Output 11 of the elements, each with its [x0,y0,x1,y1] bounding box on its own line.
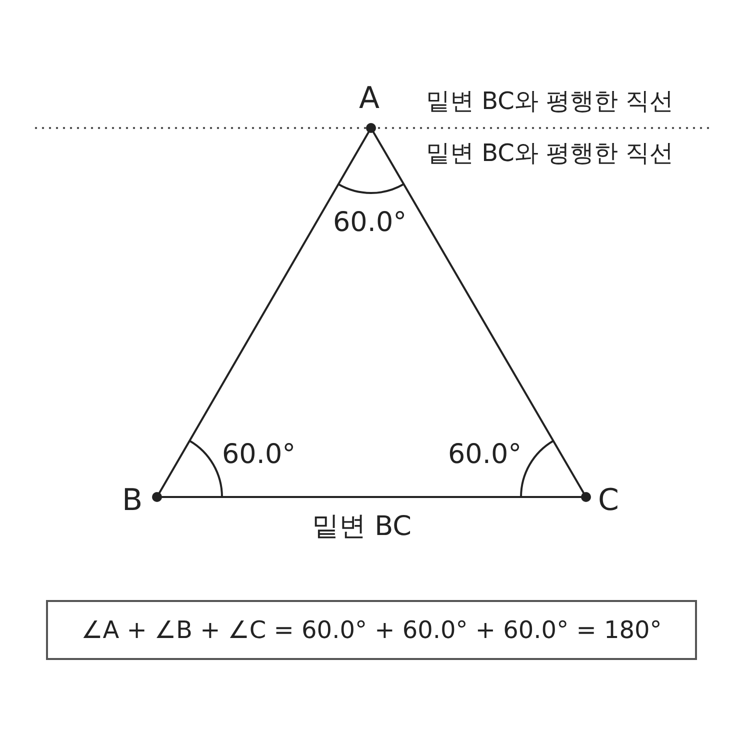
vertex-label: B [122,484,143,517]
angle-sum-formula: ∠A + ∠B + ∠C = 60.0° + 60.0° + 60.0° = 180° [81,616,662,644]
angle-label: 60.0° [222,440,296,470]
formula-box [46,600,697,660]
angle-label: 60.0° [333,208,407,238]
line-label: 밑변 BC와 평행한 직선 [426,140,674,166]
side-label: 밑변 BC [312,512,412,542]
vertex-label: C [598,484,619,517]
angle-label: 60.0° [448,440,522,470]
vertex-label: A [359,82,380,115]
line-label: 밑변 BC와 평행한 직선 [426,88,674,114]
